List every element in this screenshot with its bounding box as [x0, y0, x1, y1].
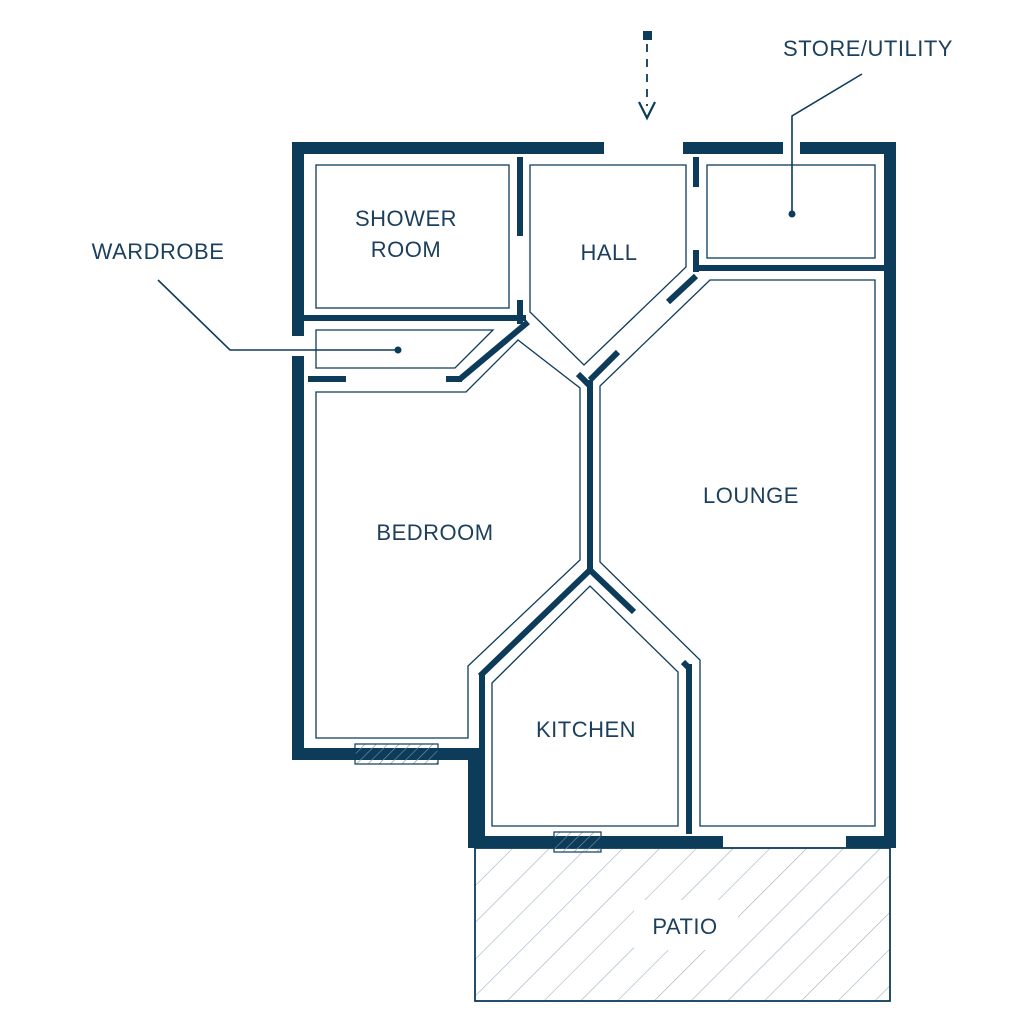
interior-walls	[304, 157, 884, 840]
store-leader-line	[788, 73, 863, 218]
bedroom-label: BEDROOM	[376, 520, 493, 545]
store-utility-label: STORE/UTILITY	[783, 36, 953, 61]
lounge-label: LOUNGE	[703, 483, 799, 508]
shower-room-label-line2: ROOM	[371, 237, 441, 262]
patio-label: PATIO	[652, 914, 717, 939]
wardrobe-leader-line	[157, 279, 402, 354]
room-outlines	[315, 164, 876, 827]
kitchen-window	[553, 831, 602, 853]
kitchen-label: KITCHEN	[536, 717, 636, 742]
entrance-arrow-icon	[638, 31, 656, 121]
hall-label: HALL	[580, 240, 637, 265]
outer-walls	[292, 142, 896, 848]
shower-room-label-line1: SHOWER	[355, 206, 457, 231]
patio-area	[474, 847, 891, 1002]
bedroom-window	[354, 743, 439, 765]
wardrobe-label: WARDROBE	[92, 239, 225, 264]
